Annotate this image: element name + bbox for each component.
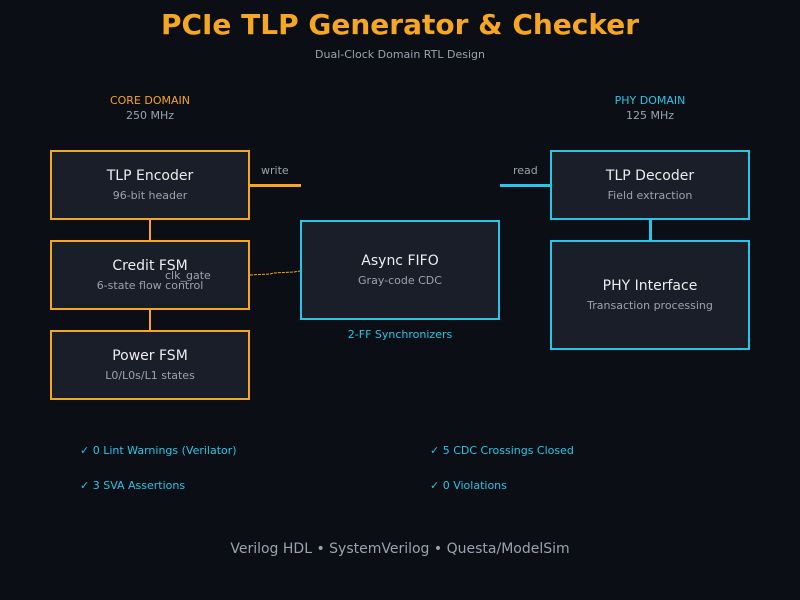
tlp-encoder-title: TLP Encoder (106, 168, 194, 184)
clk-gate-edge-label: clk_gate (165, 269, 211, 282)
tech-stack-footer: Verilog HDL • SystemVerilog • Questa/Mod… (230, 541, 570, 557)
clk-gate-connector (250, 270, 301, 276)
core-domain-label: CORE DOMAIN (109, 94, 191, 107)
tlp-decoder-block: TLP Decoder Field extraction (550, 150, 750, 220)
tlp-decoder-subtitle: Field extraction (607, 189, 693, 202)
credit-fsm-block: Credit FSM 6-state flow control (50, 240, 250, 310)
lint-status: ✓ 0 Lint Warnings (Verilator) (80, 444, 237, 457)
phy-domain-label: PHY DOMAIN (614, 94, 686, 107)
read-connector (500, 184, 551, 187)
cdc-status: ✓ 5 CDC Crossings Closed (430, 444, 574, 457)
phy-domain-frequency: 125 MHz (625, 109, 675, 122)
page-title: PCIe TLP Generator & Checker (160, 8, 640, 41)
synchronizers-label: 2-FF Synchronizers (347, 328, 453, 341)
power-fsm-block: Power FSM L0/L0s/L1 states (50, 330, 250, 400)
phy-interface-title: PHY Interface (602, 278, 698, 294)
core-domain-frequency: 250 MHz (125, 109, 175, 122)
phy-interface-block: PHY Interface Transaction processing (550, 240, 750, 350)
write-connector (250, 184, 301, 187)
tlp-decoder-title: TLP Decoder (605, 168, 695, 184)
sva-status: ✓ 3 SVA Assertions (80, 479, 186, 492)
page-subtitle: Dual-Clock Domain RTL Design (315, 48, 485, 61)
credit-fsm-subtitle: 6-state flow control (96, 279, 204, 292)
write-edge-label: write (261, 164, 289, 177)
power-fsm-subtitle: L0/L0s/L1 states (105, 369, 195, 382)
phy-vertical-connector (649, 219, 652, 241)
power-fsm-title: Power FSM (112, 348, 188, 364)
async-fifo-block: Async FIFO Gray-code CDC (300, 220, 500, 320)
phy-interface-subtitle: Transaction processing (587, 299, 713, 312)
credit-fsm-title: Credit FSM (112, 258, 188, 274)
violations-status: ✓ 0 Violations (430, 479, 507, 492)
tlp-encoder-subtitle: 96-bit header (112, 189, 188, 202)
async-fifo-subtitle: Gray-code CDC (358, 274, 442, 287)
read-edge-label: read (513, 164, 538, 177)
async-fifo-title: Async FIFO (361, 253, 439, 269)
tlp-encoder-block: TLP Encoder 96-bit header (50, 150, 250, 220)
